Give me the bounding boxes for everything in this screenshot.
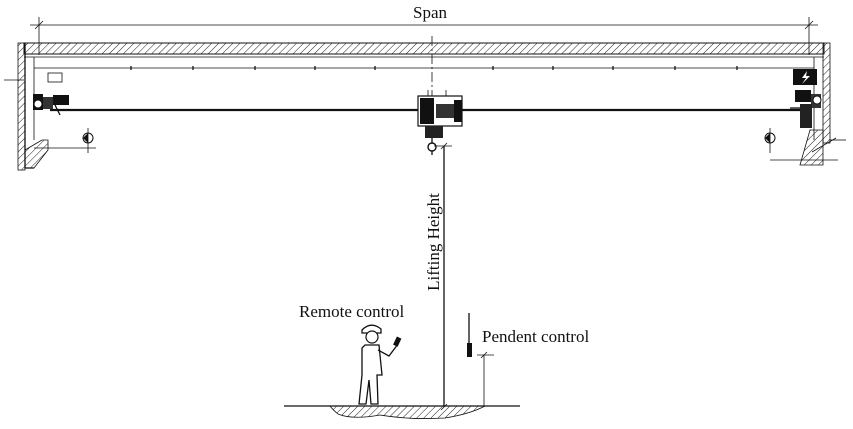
girder-stiffener-ticks bbox=[130, 66, 738, 70]
ground bbox=[284, 405, 520, 419]
lightning-icon bbox=[802, 71, 810, 84]
bridge-girder bbox=[23, 42, 825, 70]
pendent-control-label: Pendent control bbox=[482, 327, 589, 346]
lifting-height-dimension: Lifting Height bbox=[424, 142, 452, 411]
right-control-cabinet bbox=[793, 69, 817, 85]
right-drive-motor bbox=[790, 90, 822, 128]
pendent-control: Pendent control bbox=[467, 313, 589, 406]
level-marker-icon bbox=[82, 128, 94, 153]
left-drive-motor bbox=[33, 94, 69, 116]
pendant-icon bbox=[467, 343, 472, 357]
right-end-carriage bbox=[770, 42, 846, 166]
span-label: Span bbox=[413, 3, 448, 22]
span-dimension: Span bbox=[30, 3, 818, 55]
hoist-trolley bbox=[417, 90, 463, 138]
lifting-height-label: Lifting Height bbox=[424, 193, 443, 291]
level-marker-icon-right bbox=[764, 128, 776, 153]
left-end-carriage bbox=[4, 42, 96, 171]
operator-figure: Remote control bbox=[299, 302, 405, 405]
remote-icon bbox=[393, 336, 402, 347]
hook-icon bbox=[427, 138, 437, 155]
remote-control-label: Remote control bbox=[299, 302, 405, 321]
